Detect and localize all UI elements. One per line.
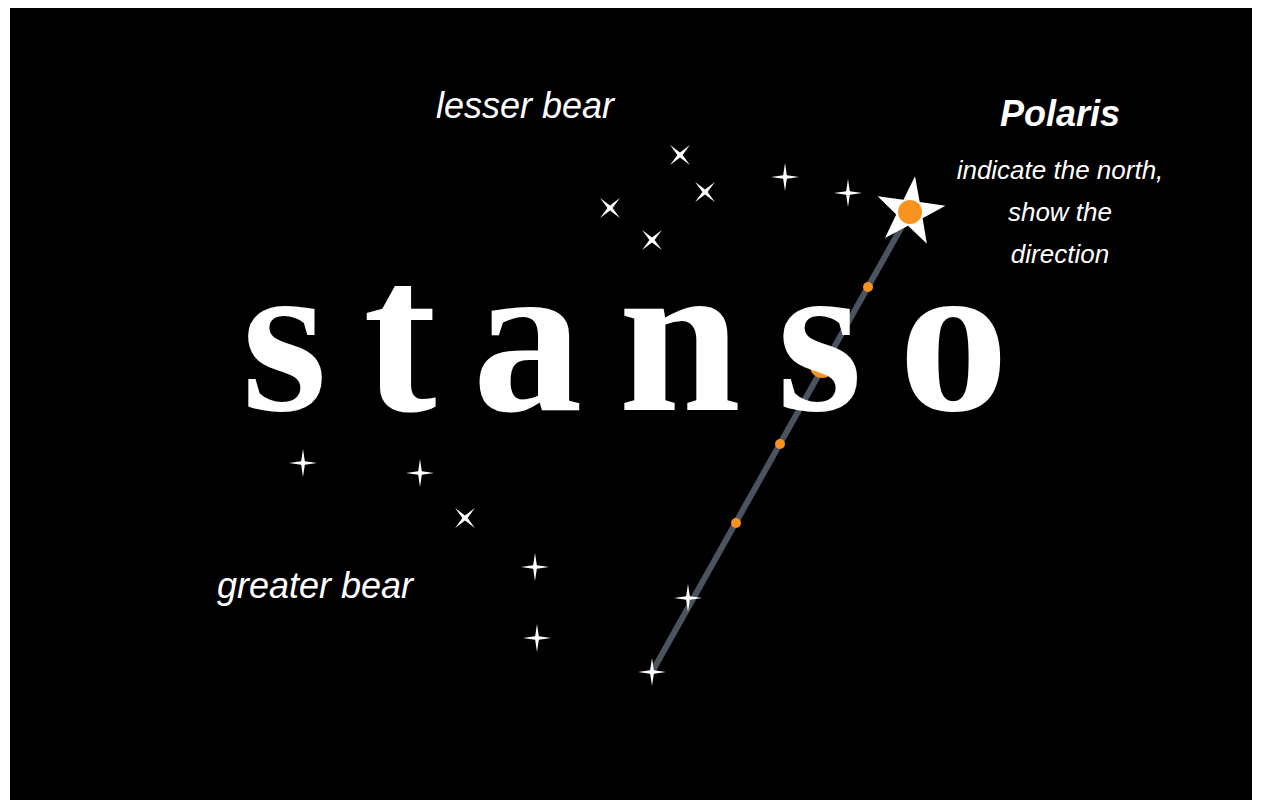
star-symbol	[638, 658, 666, 686]
star-symbol	[523, 624, 551, 652]
marker-dot	[731, 518, 741, 528]
star-symbol	[670, 145, 690, 165]
star-symbol	[455, 508, 475, 528]
star-symbol	[289, 449, 317, 477]
constellation-label: lesser bear	[436, 84, 614, 127]
constellation-label: greater bear	[217, 564, 413, 607]
title-word: stanso	[206, 226, 1045, 446]
star-symbol	[834, 179, 862, 207]
star-symbol	[521, 553, 549, 581]
star-symbol	[406, 459, 434, 487]
star-symbol	[695, 182, 715, 202]
star-symbol	[771, 163, 799, 191]
star-name: Polaris	[1000, 92, 1120, 135]
marker-dot	[898, 200, 922, 224]
star-symbol	[674, 584, 702, 612]
star-symbol	[600, 198, 620, 218]
note-text: indicate the north, show the direction	[956, 149, 1165, 275]
